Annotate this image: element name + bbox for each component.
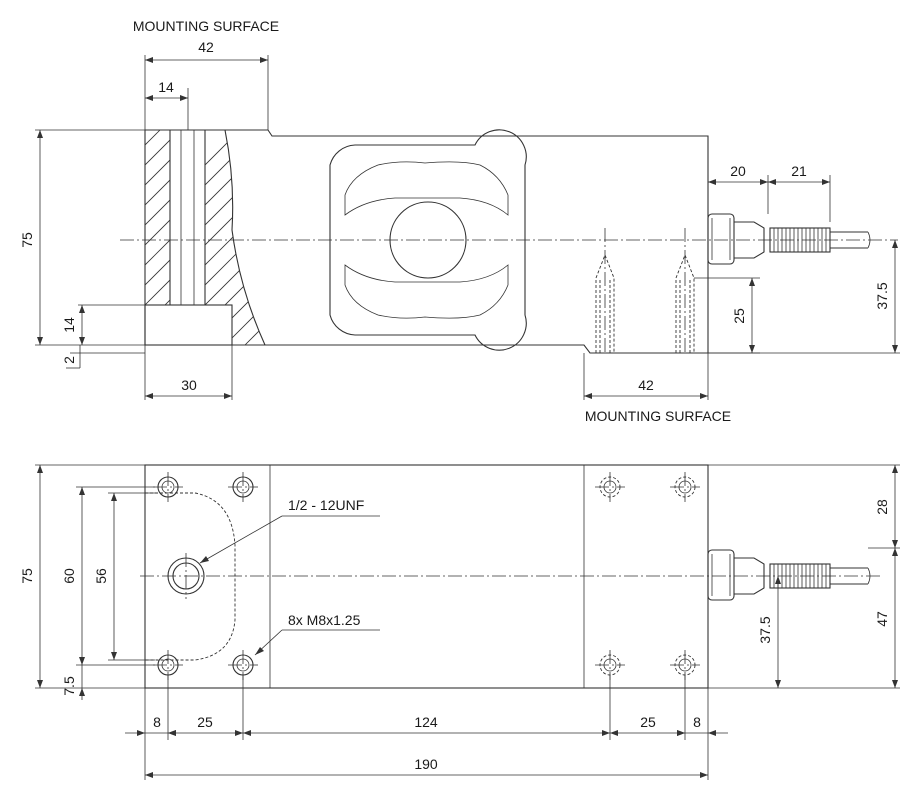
dim-edge-offset: 7.5 (61, 676, 77, 696)
dim-bore-offset: 14 (158, 79, 174, 95)
dim-edge-left: 8 (153, 714, 161, 730)
cable-gland (707, 213, 871, 265)
mounting-surface-bottom-label: MOUNTING SURFACE (585, 408, 731, 424)
dim-cable-top: 28 (874, 499, 890, 515)
dim-height: 75 (19, 232, 35, 248)
load-cell-body (144, 129, 709, 354)
dim-pad-height: 14 (61, 317, 77, 333)
dim-top-width: 42 (198, 39, 214, 55)
top-view: 1/2 - 12UNF 8x M8x1.25 75 60 56 7.5 (19, 464, 900, 780)
dim-edge-right: 8 (693, 714, 701, 730)
thread-hole-2 (675, 228, 695, 355)
section-hatch-left (145, 130, 170, 305)
dim-cable-nut: 21 (791, 163, 807, 179)
mount-hole (670, 472, 700, 502)
dim-cable-height: 37.5 (874, 282, 890, 309)
dim-gap: 2 (61, 356, 77, 364)
dim-hole-pitch-outer: 60 (61, 568, 77, 584)
thread-hole-1 (595, 228, 615, 355)
dim-center-offset: 37.5 (757, 616, 773, 643)
dim-pad-width: 30 (181, 377, 197, 393)
dim-cable-gland: 20 (730, 163, 746, 179)
mounting-pad (144, 304, 233, 346)
dim-cable-bottom: 47 (874, 611, 890, 627)
binocular-cutout (329, 129, 527, 351)
load-cell-plan (144, 464, 709, 689)
mount-hole (595, 472, 625, 502)
mount-hole (153, 472, 183, 502)
dim-pitch-left: 25 (197, 714, 213, 730)
dim-length: 190 (414, 756, 438, 772)
dim-width: 75 (19, 568, 35, 584)
dim-thread-depth: 25 (731, 308, 747, 324)
mounting-surface-top-label: MOUNTING SURFACE (133, 18, 279, 34)
callout-holes: 8x M8x1.25 (288, 612, 361, 628)
cable-gland-top (707, 549, 871, 601)
dim-pitch-right: 25 (640, 714, 656, 730)
dim-hole-pitch-inner: 56 (93, 568, 109, 584)
side-view: 42 MOUNTING SURFACE 14 75 14 2 30 (19, 18, 900, 424)
dim-span: 124 (414, 714, 438, 730)
mount-hole (228, 472, 258, 502)
unf-hole (167, 553, 205, 599)
dim-bottom-mount-width: 42 (638, 377, 654, 393)
callout-unf: 1/2 - 12UNF (288, 497, 364, 513)
